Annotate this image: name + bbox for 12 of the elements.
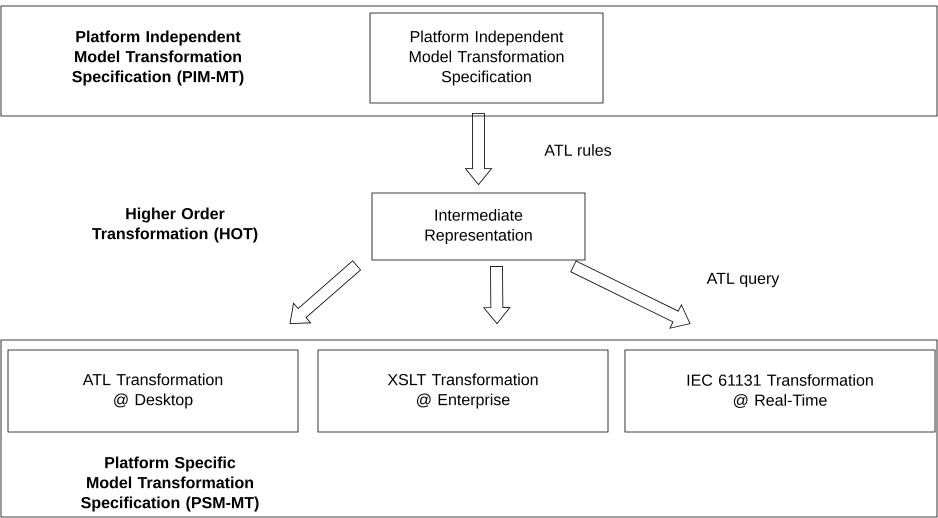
process-box: XSLT Transformation @ Enterprise	[318, 350, 608, 432]
edge-label: ATL query	[704, 270, 782, 290]
process-box: IEC 61131 Transformation @ Real-Time	[624, 350, 936, 432]
panel-heading: Platform Specific Model Transformation Specification (PSM-MT)	[81, 456, 259, 512]
process-box: Intermediate Representation	[372, 192, 586, 260]
block-arrow	[483, 266, 511, 324]
block-arrow	[464, 113, 492, 186]
panel-heading: Platform Independent Model Transformation Specification (PIM-MT)	[72, 30, 244, 86]
stage-label: Higher Order Transformation (HOT)	[92, 208, 258, 242]
process-box: ATL Transformation @ Desktop	[8, 350, 298, 432]
process-box: Platform Independent Model Transformation Specification	[370, 12, 604, 104]
edge-label: ATL rules	[542, 142, 614, 158]
